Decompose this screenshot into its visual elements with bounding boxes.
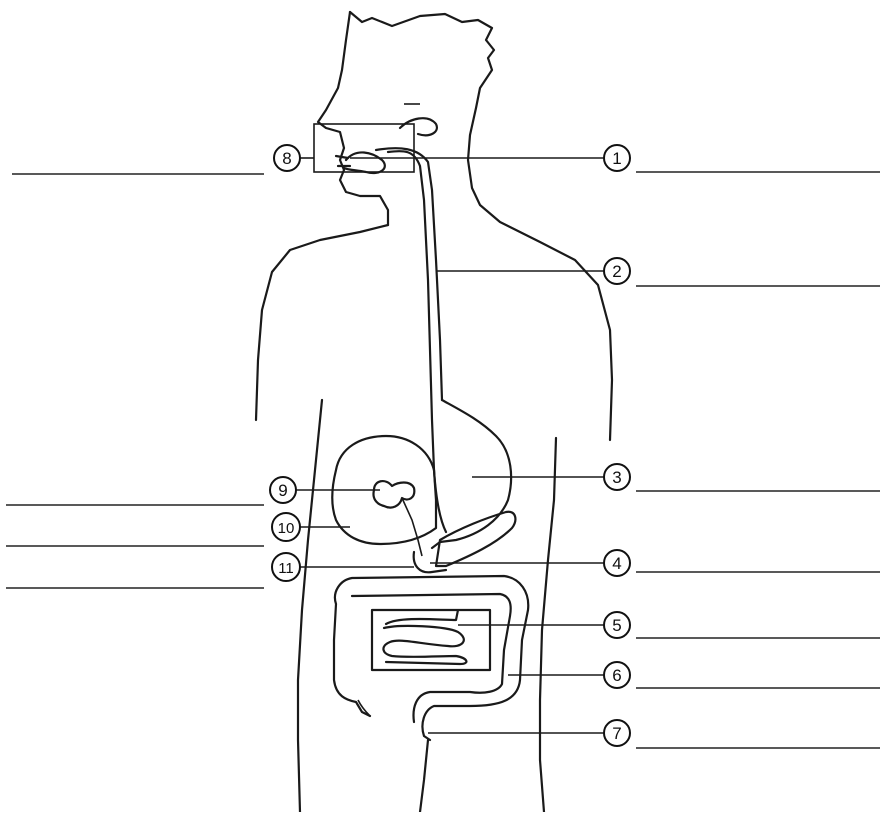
label-10-number: 10: [278, 520, 295, 537]
label-6-number: 6: [612, 666, 621, 685]
stomach: [432, 400, 511, 548]
answer-blanks-left: [6, 174, 264, 588]
label-7-number: 7: [612, 724, 621, 743]
bile-duct: [402, 498, 422, 556]
duodenum: [414, 552, 446, 572]
nasal-cavity: [400, 118, 437, 135]
label-8-number: 8: [282, 149, 291, 168]
left-shoulder-outline: [256, 225, 388, 420]
torso-left-side: [298, 400, 322, 812]
label-1: 1: [604, 145, 630, 171]
label-3: 3: [604, 464, 630, 490]
small-intestine: [372, 610, 490, 670]
label-5: 5: [604, 612, 630, 638]
label-11: 11: [272, 553, 300, 581]
label-2: 2: [604, 258, 630, 284]
large-intestine: [334, 576, 528, 740]
label-1-number: 1: [612, 149, 621, 168]
label-3-number: 3: [612, 468, 621, 487]
gall-bladder: [373, 481, 414, 508]
label-7: 7: [604, 720, 630, 746]
answer-blanks-right: [636, 172, 880, 748]
face-profile: [318, 12, 388, 225]
leg-divider: [420, 740, 428, 812]
label-9-number: 9: [278, 481, 287, 500]
label-11-number: 11: [278, 560, 294, 577]
label-4: 4: [604, 550, 630, 576]
pancreas: [436, 512, 515, 566]
label-10: 10: [272, 513, 300, 541]
label-2-number: 2: [612, 262, 621, 281]
tongue: [344, 152, 385, 173]
label-8: 8: [274, 145, 300, 171]
oesophagus: [376, 148, 442, 470]
head-outline: [350, 12, 612, 440]
lips: [336, 156, 350, 166]
label-5-number: 5: [612, 616, 621, 635]
label-9: 9: [270, 477, 296, 503]
label-6: 6: [604, 662, 630, 688]
label-4-number: 4: [612, 554, 621, 573]
